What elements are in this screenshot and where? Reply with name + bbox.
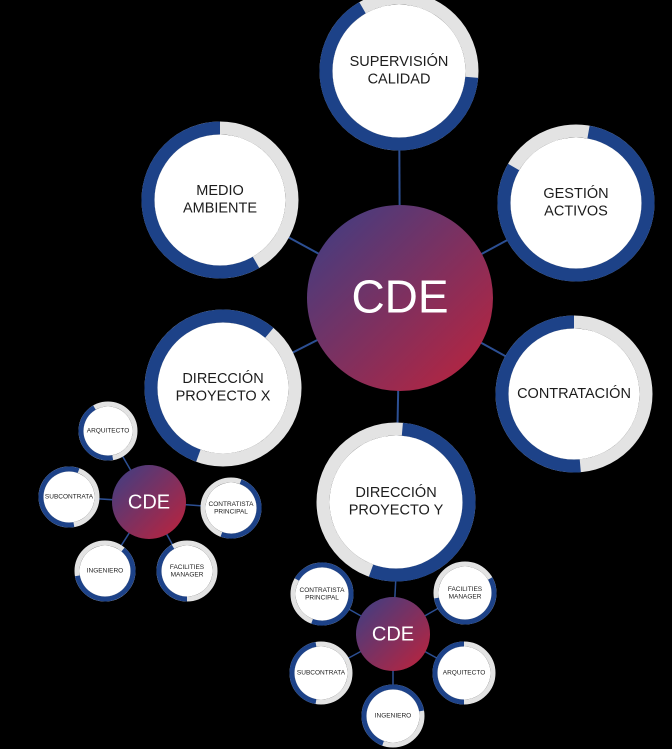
- node-contratacion-label: CONTRATACIÓN: [517, 385, 631, 402]
- node-x-subcontrata: SUBCONTRATA: [38, 466, 100, 528]
- node-direccion-y-label: PROYECTO Y: [349, 503, 444, 519]
- node-supervision-body: [332, 4, 466, 138]
- node-x-contratista-progress-arc: [220, 479, 262, 539]
- node-x-arquitecto-label: ARQUITECTO: [87, 428, 130, 435]
- hub-y-circle: [356, 597, 430, 671]
- hub-y: CDE: [356, 597, 430, 671]
- node-medio-ambiente-body: [154, 134, 286, 266]
- node-contratacion: CONTRATACIÓN: [495, 315, 653, 473]
- node-x-subcontrata-progress-arc: [38, 466, 80, 528]
- node-y-contratista-progress-arc: [294, 562, 354, 626]
- node-y-subcontrata: SUBCONTRATA: [289, 641, 353, 705]
- node-x-contratista-label: PRINCIPAL: [214, 509, 248, 516]
- node-y-facilities-label: MANAGER: [449, 594, 482, 601]
- node-direccion-y-body: [329, 435, 463, 569]
- node-y-facilities-label: FACILITIES: [448, 586, 483, 593]
- node-direccion-y: DIRECCIÓN PROYECTO Y: [316, 422, 476, 582]
- node-gestion: GESTIÓN ACTIVOS: [497, 124, 655, 282]
- node-gestion-label: ACTIVOS: [544, 204, 608, 220]
- node-direccion-x-progress-arc: [144, 309, 274, 462]
- node-y-contratista-label: CONTRATISTA: [300, 587, 346, 594]
- hub-main-label: CDE: [351, 270, 448, 322]
- node-x-arquitecto-body: [83, 406, 133, 456]
- node-supervision-label: SUPERVISIÓN: [350, 53, 449, 70]
- hub-x-label: CDE: [128, 491, 170, 513]
- node-contratacion-body: [508, 328, 640, 460]
- node-y-arquitecto-progress-arc: [432, 641, 465, 705]
- node-y-ingeniero-body: [366, 689, 420, 743]
- node-y-ingeniero-label: INGENIERO: [375, 713, 411, 720]
- node-y-subcontrata-body: [294, 646, 348, 700]
- node-y-arquitecto: ARQUITECTO: [432, 641, 496, 705]
- node-y-facilities-body: [438, 566, 492, 620]
- node-direccion-y-progress-arc: [368, 422, 476, 582]
- node-y-arquitecto-body: [437, 646, 491, 700]
- node-medio-ambiente-label: AMBIENTE: [183, 201, 257, 217]
- node-gestion-body: [510, 137, 642, 269]
- node-x-ingeniero-label: INGENIERO: [87, 568, 123, 575]
- node-direccion-x-label: DIRECCIÓN: [182, 370, 263, 387]
- node-gestion-label: GESTIÓN: [543, 185, 608, 202]
- node-gestion-progress-arc: [497, 125, 655, 282]
- node-x-ingeniero-progress-arc: [74, 547, 136, 602]
- node-x-facilities-progress-arc: [156, 544, 188, 602]
- nodes: SUPERVISIÓN CALIDAD GESTIÓN ACTIVOS CONTRATA…: [38, 0, 655, 748]
- node-medio-ambiente: MEDIO AMBIENTE: [141, 121, 299, 279]
- node-x-ingeniero-body: [79, 545, 131, 597]
- node-supervision-label: CALIDAD: [368, 72, 431, 88]
- node-y-arquitecto-label: ARQUITECTO: [443, 670, 486, 677]
- node-supervision: SUPERVISIÓN CALIDAD: [319, 0, 479, 151]
- node-x-facilities-body: [161, 545, 213, 597]
- node-x-arquitecto: ARQUITECTO: [78, 401, 138, 461]
- node-contratacion-progress-arc: [495, 315, 581, 473]
- node-direccion-x-body: [157, 322, 289, 454]
- node-y-subcontrata-label: SUBCONTRATA: [297, 670, 346, 677]
- node-supervision-progress-arc: [319, 2, 479, 151]
- node-y-contratista-body: [295, 567, 349, 621]
- node-x-ingeniero: INGENIERO: [74, 540, 136, 602]
- node-x-arquitecto-progress-arc: [78, 405, 114, 461]
- node-x-contratista-label: CONTRATISTA: [209, 501, 255, 508]
- node-x-facilities-label: FACILITIES: [170, 564, 205, 571]
- node-x-facilities-label: MANAGER: [171, 572, 204, 579]
- hub-main-circle: [307, 205, 493, 391]
- node-medio-ambiente-progress-arc: [141, 121, 260, 279]
- node-direccion-x: DIRECCIÓN PROYECTO X: [144, 309, 302, 467]
- node-y-facilities-progress-arc: [433, 577, 497, 625]
- node-x-subcontrata-body: [43, 471, 95, 523]
- node-y-contratista-label: PRINCIPAL: [305, 595, 339, 602]
- node-direccion-y-label: DIRECCIÓN: [355, 484, 436, 501]
- node-y-ingeniero: INGENIERO: [361, 684, 425, 748]
- node-medio-ambiente-label: MEDIO: [196, 183, 244, 199]
- hub-x: CDE: [112, 465, 186, 539]
- node-x-subcontrata-label: SUBCONTRATA: [45, 494, 94, 501]
- hub-x-circle: [112, 465, 186, 539]
- node-y-subcontrata-progress-arc: [289, 641, 317, 705]
- hub-main: CDE: [307, 205, 493, 391]
- hub-y-label: CDE: [372, 623, 414, 645]
- node-y-ingeniero-progress-arc: [361, 684, 425, 746]
- node-direccion-x-label: PROYECTO X: [176, 389, 271, 405]
- node-x-contratista-body: [205, 482, 257, 534]
